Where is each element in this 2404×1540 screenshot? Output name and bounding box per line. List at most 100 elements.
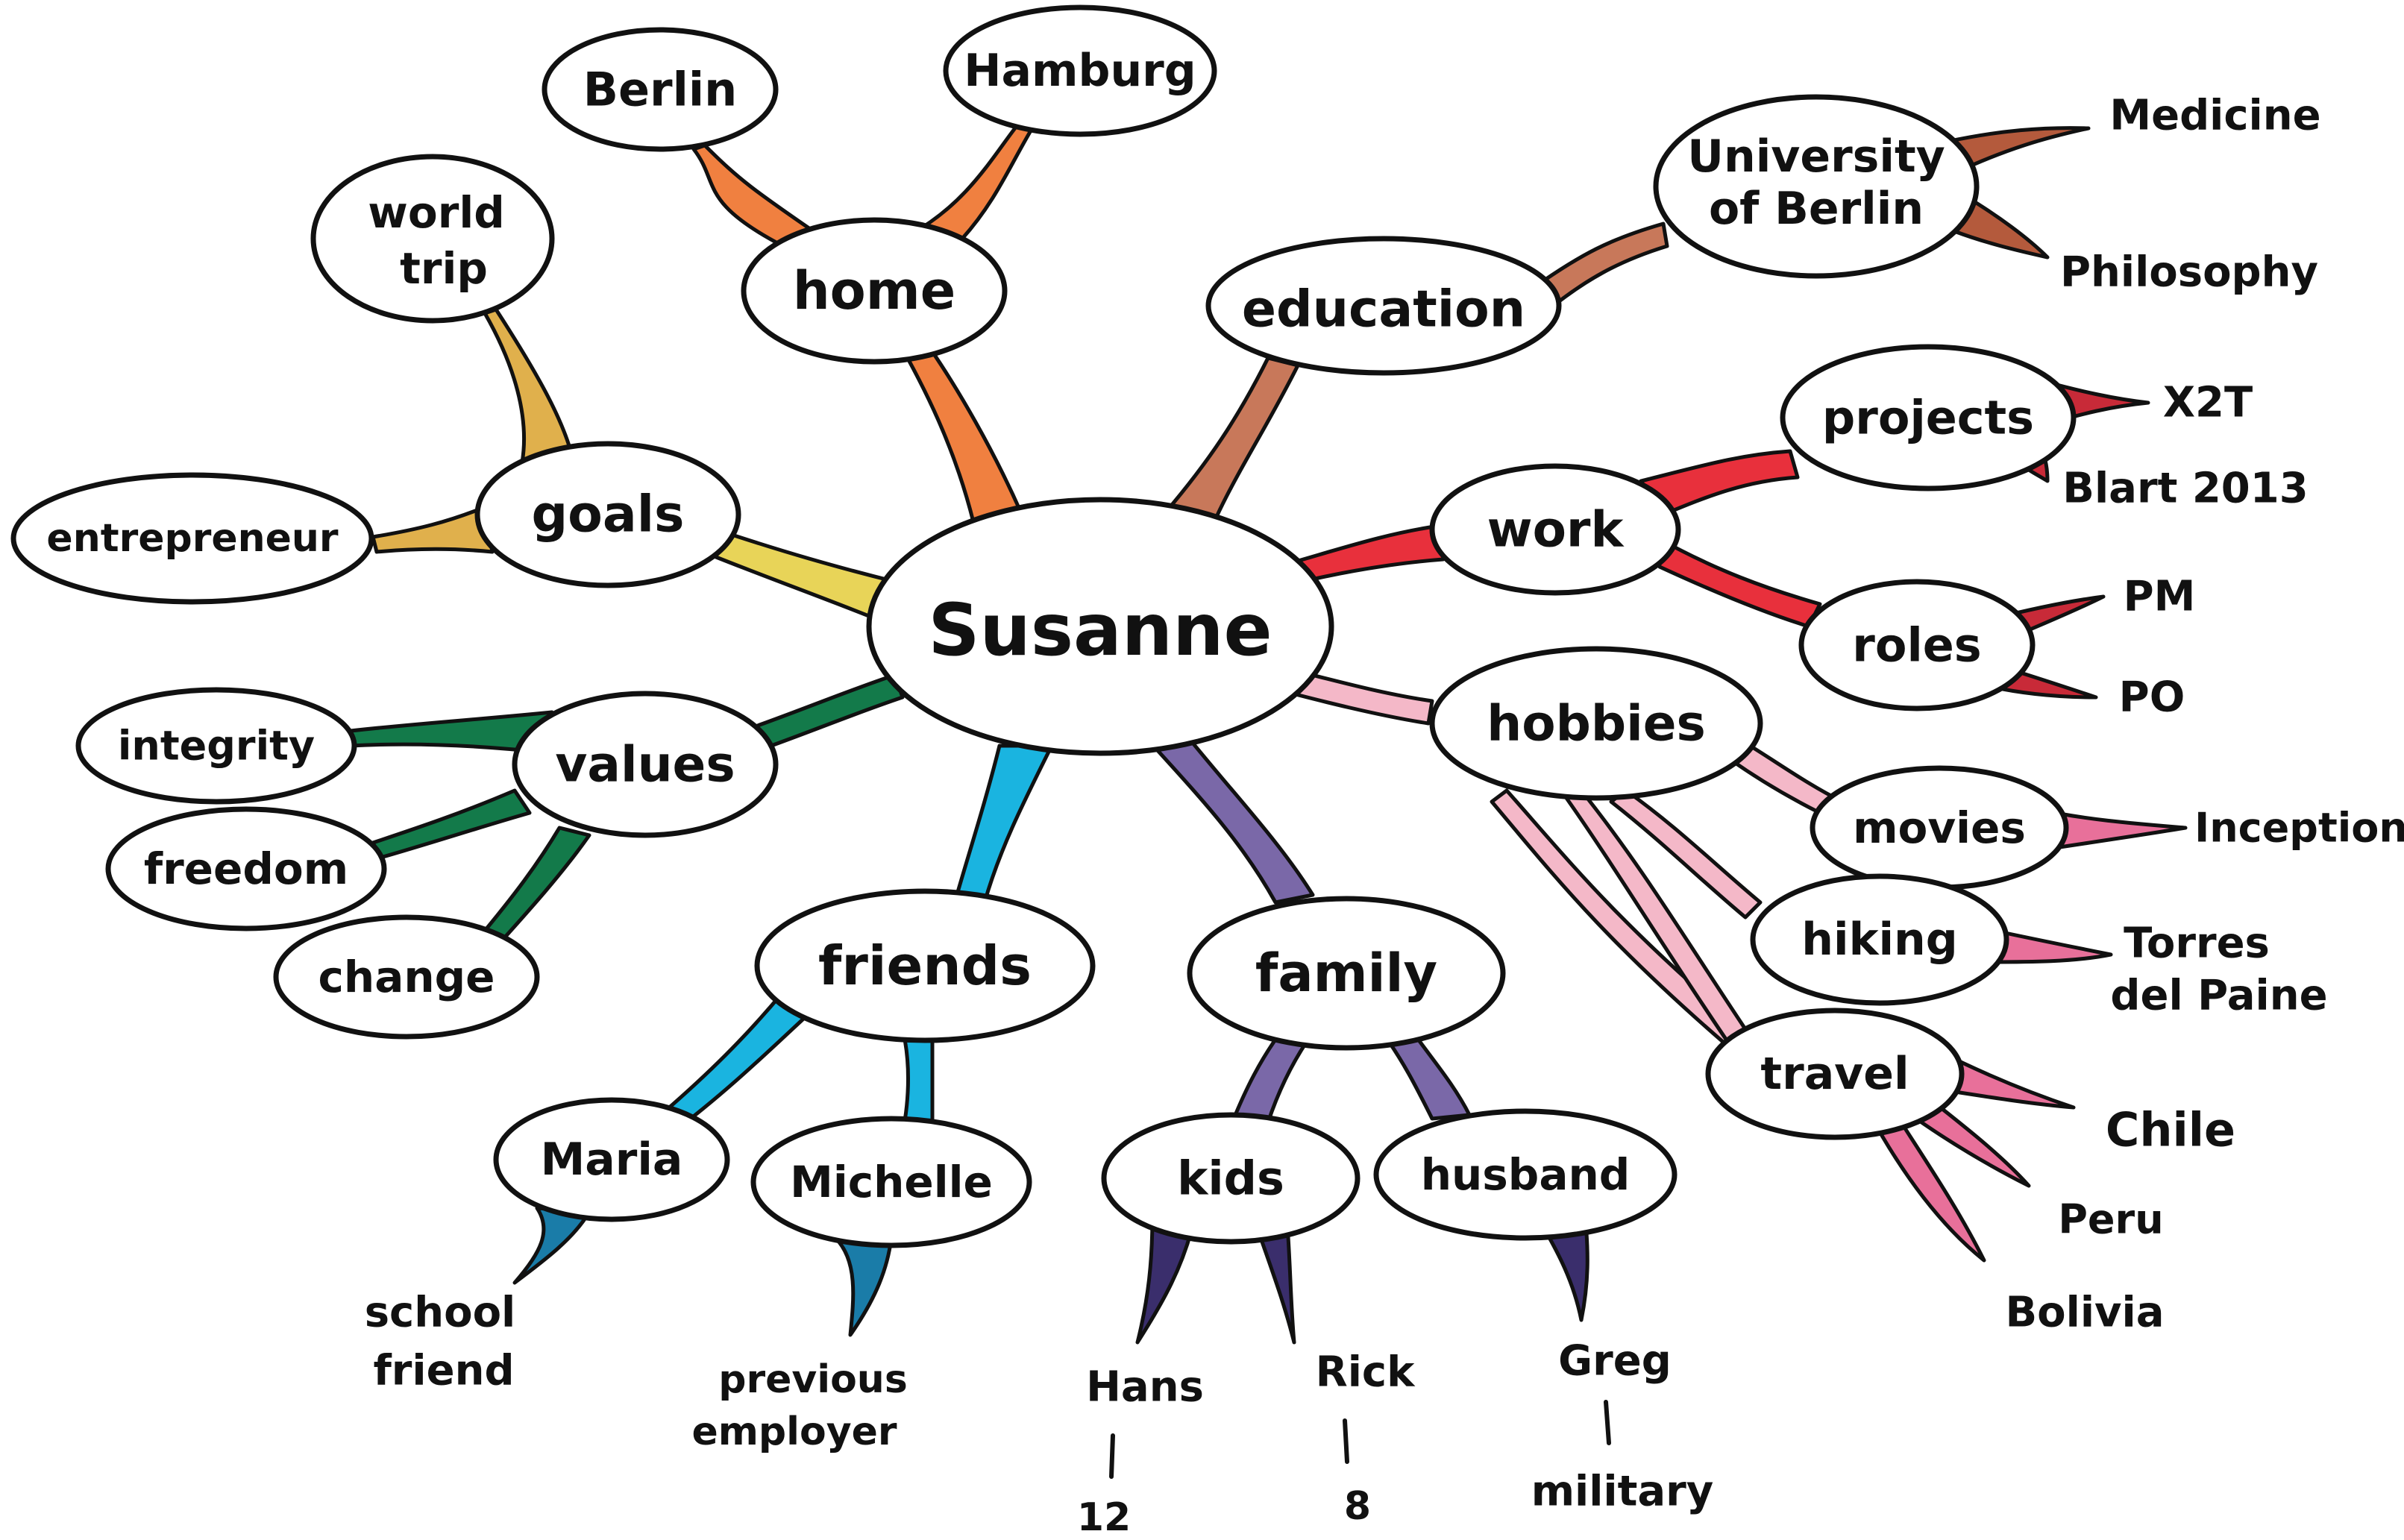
branch-hiking [1609, 788, 1763, 920]
node-roles[interactable]: roles [1798, 579, 2036, 711]
node-work[interactable]: work [1429, 463, 1681, 596]
node-label-integrity: integrity [118, 723, 315, 770]
branch-school [512, 1206, 591, 1285]
branch-hans [1135, 1213, 1196, 1345]
leaf-torres-2: del Paine [2110, 972, 2327, 1020]
node-education[interactable]: education [1205, 236, 1562, 376]
branch-family [1124, 714, 1315, 905]
node-label-university-1: University [1687, 131, 1945, 183]
leaf-hans: Hans [1086, 1363, 1204, 1412]
branch-world-trip [483, 307, 577, 468]
node-label-family: family [1255, 943, 1437, 1004]
node-hobbies[interactable]: hobbies [1429, 646, 1763, 801]
node-label-entrepreneur: entrepreneur [46, 516, 338, 561]
node-label-hiking: hiking [1801, 914, 1957, 966]
branch-goals [710, 527, 897, 621]
branch-philosophy [1952, 192, 2050, 260]
branch-education [1161, 356, 1300, 521]
branch-values [751, 673, 905, 752]
node-label-world-trip-2: trip [400, 243, 488, 294]
node-label-roles: roles [1852, 618, 1981, 673]
node-travel[interactable]: travel [1705, 1008, 1965, 1140]
node-label-travel: travel [1760, 1048, 1909, 1100]
nodes: Susanne home Berlin Hamburg education Un… [10, 4, 2404, 1540]
leaf-philosophy: Philosophy [2060, 248, 2318, 297]
node-label-values: values [555, 736, 735, 793]
leaf-peru: Peru [2058, 1196, 2163, 1243]
node-world-trip[interactable]: world trip [310, 154, 555, 324]
node-maria[interactable]: Maria [493, 1097, 730, 1222]
branch-chile [1933, 1049, 2076, 1110]
leaf-greg-note: military [1531, 1468, 1714, 1516]
branch-previous [833, 1236, 894, 1337]
node-label-hobbies: hobbies [1487, 695, 1706, 752]
node-label-home: home [793, 260, 955, 321]
node-michelle[interactable]: Michelle [750, 1116, 1032, 1248]
leaf-greg-tick [1604, 1400, 1611, 1445]
leaf-rick-tick [1343, 1418, 1349, 1464]
node-husband[interactable]: husband [1373, 1108, 1678, 1241]
node-berlin[interactable]: Berlin [542, 27, 779, 152]
leaf-pm: PM [2124, 573, 2196, 621]
leaf-inception: Inception [2194, 805, 2404, 852]
node-label-husband: husband [1421, 1149, 1631, 1200]
node-label-susanne: Susanne [928, 588, 1272, 672]
branch-bolivia [1870, 1098, 1986, 1263]
node-values[interactable]: values [512, 691, 779, 838]
node-freedom[interactable]: freedom [105, 806, 387, 931]
node-label-change: change [318, 952, 495, 1002]
branch-medicine [1945, 126, 2091, 174]
node-integrity[interactable]: integrity [75, 687, 357, 805]
leaf-x2t: X2T [2163, 379, 2253, 427]
leaf-previous-2: employer [691, 1409, 897, 1454]
leaf-greg: Greg [1558, 1337, 1672, 1386]
node-hiking[interactable]: hiking [1750, 873, 2009, 1006]
leaf-rick-age: 8 [1344, 1484, 1371, 1529]
node-label-education: education [1242, 280, 1525, 339]
branch-home [893, 333, 1024, 524]
branch-freedom [371, 788, 532, 860]
node-hamburg[interactable]: Hamburg [943, 4, 1217, 137]
branch-projects [1639, 449, 1800, 517]
node-change[interactable]: change [273, 914, 540, 1040]
node-label-university-2: of Berlin [1709, 183, 1924, 235]
node-label-maria: Maria [541, 1134, 683, 1186]
node-label-work: work [1487, 501, 1625, 559]
branch-university [1527, 221, 1669, 315]
leaf-bolivia: Bolivia [2005, 1289, 2164, 1337]
node-label-kids: kids [1177, 1151, 1284, 1206]
node-movies[interactable]: movies [1810, 765, 2069, 890]
node-entrepreneur[interactable]: entrepreneur [10, 472, 374, 605]
branch-entrepreneur [371, 505, 495, 554]
node-projects[interactable]: projects [1780, 344, 2077, 491]
branches [348, 117, 2188, 1345]
leaf-rick: Rick [1316, 1348, 1416, 1397]
leaf-medicine: Medicine [2109, 92, 2320, 140]
branch-hamburg [908, 117, 1035, 241]
node-susanne[interactable]: Susanne [866, 497, 1334, 756]
branch-roles [1654, 535, 1822, 629]
leaf-hans-age: 12 [1077, 1495, 1131, 1540]
leaf-previous-1: previous [718, 1357, 908, 1402]
branch-inception [2034, 807, 2188, 852]
leaf-blart: Blart 2013 [2062, 465, 2308, 513]
node-friends[interactable]: friends [754, 888, 1096, 1043]
leaf-school-2: friend [373, 1347, 514, 1395]
node-family[interactable]: family [1187, 896, 1506, 1051]
node-university[interactable]: University of Berlin [1653, 94, 1980, 279]
node-label-freedom: freedom [144, 843, 348, 894]
branch-rick [1251, 1213, 1296, 1345]
node-label-movies: movies [1853, 802, 2026, 853]
leaf-chile: Chile [2106, 1103, 2235, 1157]
branch-friends [953, 744, 1054, 905]
node-goals[interactable]: goals [474, 441, 741, 588]
node-label-michelle: Michelle [790, 1157, 993, 1207]
node-label-hamburg: Hamburg [964, 45, 1196, 97]
node-label-world-trip-1: world [368, 187, 504, 238]
node-label-goals: goals [531, 485, 684, 544]
node-kids[interactable]: kids [1101, 1112, 1361, 1245]
leaf-po: PO [2119, 673, 2185, 722]
leaf-hans-tick [1109, 1433, 1115, 1479]
node-home[interactable]: home [741, 217, 1008, 365]
